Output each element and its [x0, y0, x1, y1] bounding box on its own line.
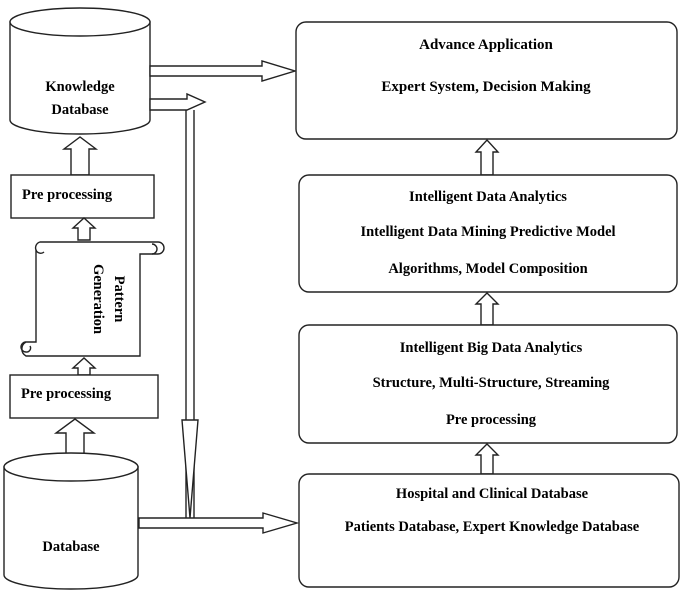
arrow-ibda-to-ida — [474, 292, 500, 326]
pattern-generation-label-2: Generation — [90, 264, 106, 334]
hospital-clinical-database-box: Hospital and Clinical Database Patients … — [298, 473, 680, 588]
knowledge-database-label-1: Knowledge — [45, 79, 115, 95]
arrow-database-to-preproc-bottom — [53, 418, 97, 456]
arrow-preproc-bottom-to-pattern — [71, 357, 97, 376]
arrow-ida-to-advance-app — [474, 138, 500, 176]
advance-application-line2: Expert System, Decision Making — [381, 79, 591, 95]
arrow-hospital-db-to-ibda — [474, 443, 500, 475]
preprocessing-bottom-box: Pre processing — [9, 374, 159, 419]
arrow-preproc-to-knowledge-db — [61, 136, 99, 176]
arrow-database-to-hospital-db — [138, 512, 300, 534]
intelligent-big-data-analytics-line3: Pre processing — [446, 412, 537, 428]
advance-application-box: Advance Application Expert System, Decis… — [295, 21, 678, 140]
intelligent-data-analytics-title: Intelligent Data Analytics — [409, 189, 567, 205]
hospital-clinical-database-title: Hospital and Clinical Database — [396, 486, 589, 502]
database-label: Database — [42, 539, 100, 555]
intelligent-big-data-analytics-title: Intelligent Big Data Analytics — [400, 340, 583, 356]
intelligent-big-data-analytics-line2: Structure, Multi-Structure, Streaming — [373, 375, 611, 391]
preprocessing-top-box: Pre processing — [10, 174, 155, 219]
intelligent-data-analytics-box: Intelligent Data Analytics Intelligent D… — [298, 174, 678, 293]
arrow-connector-to-knowledge-db — [149, 92, 207, 111]
hospital-clinical-database-line2: Patients Database, Expert Knowledge Data… — [345, 519, 640, 535]
preprocessing-top-label: Pre processing — [22, 187, 113, 203]
preprocessing-bottom-label: Pre processing — [21, 386, 112, 402]
arrow-pattern-to-preproc-top — [71, 217, 97, 241]
pattern-generation-scroll: Pattern Generation — [20, 241, 165, 357]
advance-application-title: Advance Application — [419, 37, 553, 53]
intelligent-data-analytics-line2: Intelligent Data Mining Predictive Model — [360, 224, 615, 240]
knowledge-database-cylinder: Knowledge Database — [9, 7, 151, 135]
arrow-knowledge-db-to-advance-app — [149, 60, 298, 82]
knowledge-database-label-2: Database — [51, 102, 109, 118]
database-cylinder: Database — [3, 452, 139, 590]
intelligent-data-analytics-line3: Algorithms, Model Composition — [388, 261, 587, 277]
connector-database-to-knowledge-db — [149, 92, 207, 519]
intelligent-big-data-analytics-box: Intelligent Big Data Analytics Structure… — [298, 324, 678, 444]
pattern-generation-label-1: Pattern — [111, 276, 127, 323]
